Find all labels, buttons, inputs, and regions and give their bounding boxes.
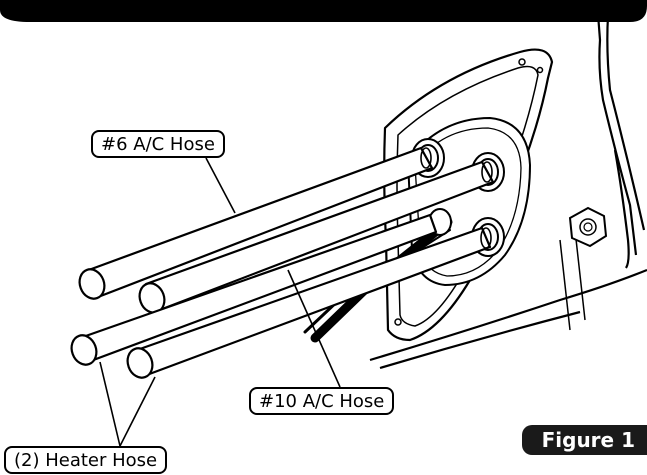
label-heater-hose: (2) Heater Hose xyxy=(4,446,168,474)
hoses xyxy=(70,146,495,379)
plate-screws xyxy=(394,58,544,326)
label-ac-hose-6: #6 A/C Hose xyxy=(91,130,225,158)
leader-lines xyxy=(99,157,341,447)
top-banner xyxy=(0,0,647,22)
mounting-nut xyxy=(568,206,608,248)
hose-end-rings xyxy=(420,147,493,249)
heater-hose-1 xyxy=(78,213,438,364)
figure-badge: Figure 1 xyxy=(521,425,647,455)
firewall-body xyxy=(369,13,647,370)
label-ac-hose-10: #10 A/C Hose xyxy=(249,387,395,415)
